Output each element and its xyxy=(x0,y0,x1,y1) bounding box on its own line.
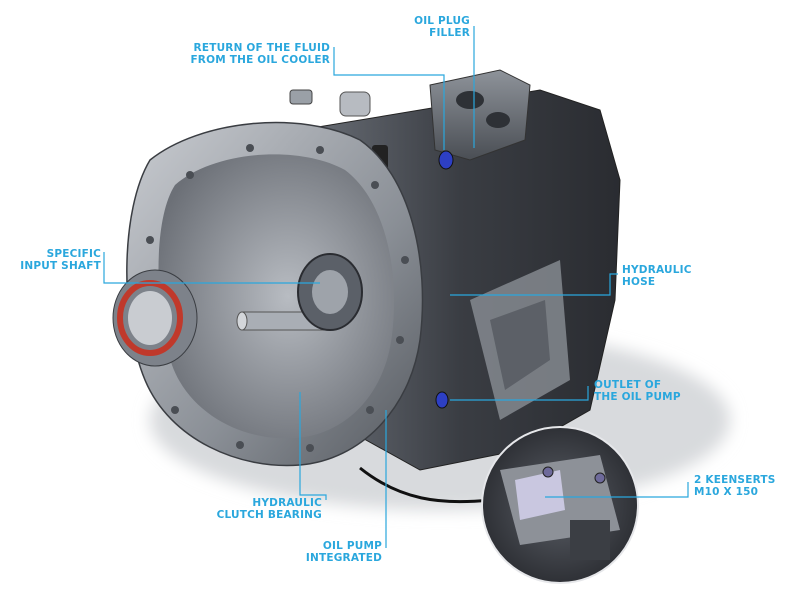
sensor-connector xyxy=(289,89,313,105)
inset-block xyxy=(570,520,610,560)
output-bore xyxy=(128,291,172,345)
label-input-shaft: SPECIFIC INPUT SHAFT xyxy=(10,248,101,272)
label-outlet-oil-pump: OUTLET OF THE OIL PUMP xyxy=(594,379,704,403)
label-outlet-pump-line2: THE OIL PUMP xyxy=(594,391,681,403)
label-outlet-pump-line1: OUTLET OF xyxy=(594,379,662,391)
keensert-1 xyxy=(542,466,554,478)
oil-plug-blue xyxy=(438,150,454,170)
clutch-bearing-inner xyxy=(312,270,348,314)
casing-ribs-2 xyxy=(490,300,550,390)
label-input-shaft-line2: INPUT SHAFT xyxy=(20,260,101,272)
label-keenserts-line2: M10 X 150 xyxy=(694,486,759,498)
leader-lines xyxy=(103,26,689,548)
label-oil-pump-line2: INTEGRATED xyxy=(305,552,382,564)
label-keenserts: 2 KEENSERTS M10 X 150 xyxy=(694,474,790,498)
solenoid xyxy=(339,91,371,117)
label-return-fluid-line1: RETURN OF THE FLUID xyxy=(193,42,330,54)
label-return-fluid-line2: FROM THE OIL COOLER xyxy=(190,54,330,66)
label-oil-plug-line2: FILLER xyxy=(429,27,470,39)
label-clutch-bearing-line2: CLUTCH BEARING xyxy=(216,509,322,521)
keensert-2 xyxy=(594,472,606,484)
label-hydraulic-hose-line1: HYDRAULIC xyxy=(622,264,692,276)
oil-filler-port-2 xyxy=(486,112,510,128)
inset-connector-cable xyxy=(359,466,491,504)
label-clutch-bearing-line1: HYDRAULIC xyxy=(252,497,322,509)
label-oil-plug-filler: OIL PLUG FILLER xyxy=(398,15,470,39)
inset-plate xyxy=(515,470,565,520)
label-hydraulic-clutch-bearing: HYDRAULIC CLUTCH BEARING xyxy=(200,497,322,521)
pump-outlet-blue xyxy=(435,391,449,409)
bell-bolt-holes xyxy=(146,144,409,452)
bell-housing-inner xyxy=(158,154,395,439)
label-oil-pump-line1: OIL PUMP xyxy=(322,540,382,552)
label-hydraulic-hose: HYDRAULIC HOSE xyxy=(622,264,712,288)
label-hydraulic-hose-line2: HOSE xyxy=(622,276,656,288)
oil-filler-port-1 xyxy=(456,91,484,109)
input-shaft-tip xyxy=(236,311,248,331)
label-oil-plug-line1: OIL PLUG xyxy=(414,15,470,27)
label-oil-pump-integrated: OIL PUMP INTEGRATED xyxy=(296,540,382,564)
label-return-fluid: RETURN OF THE FLUID FROM THE OIL COOLER xyxy=(176,42,330,66)
label-input-shaft-line1: SPECIFIC xyxy=(46,248,101,260)
top-cover xyxy=(429,69,531,161)
label-keenserts-line1: 2 KEENSERTS xyxy=(694,474,776,486)
